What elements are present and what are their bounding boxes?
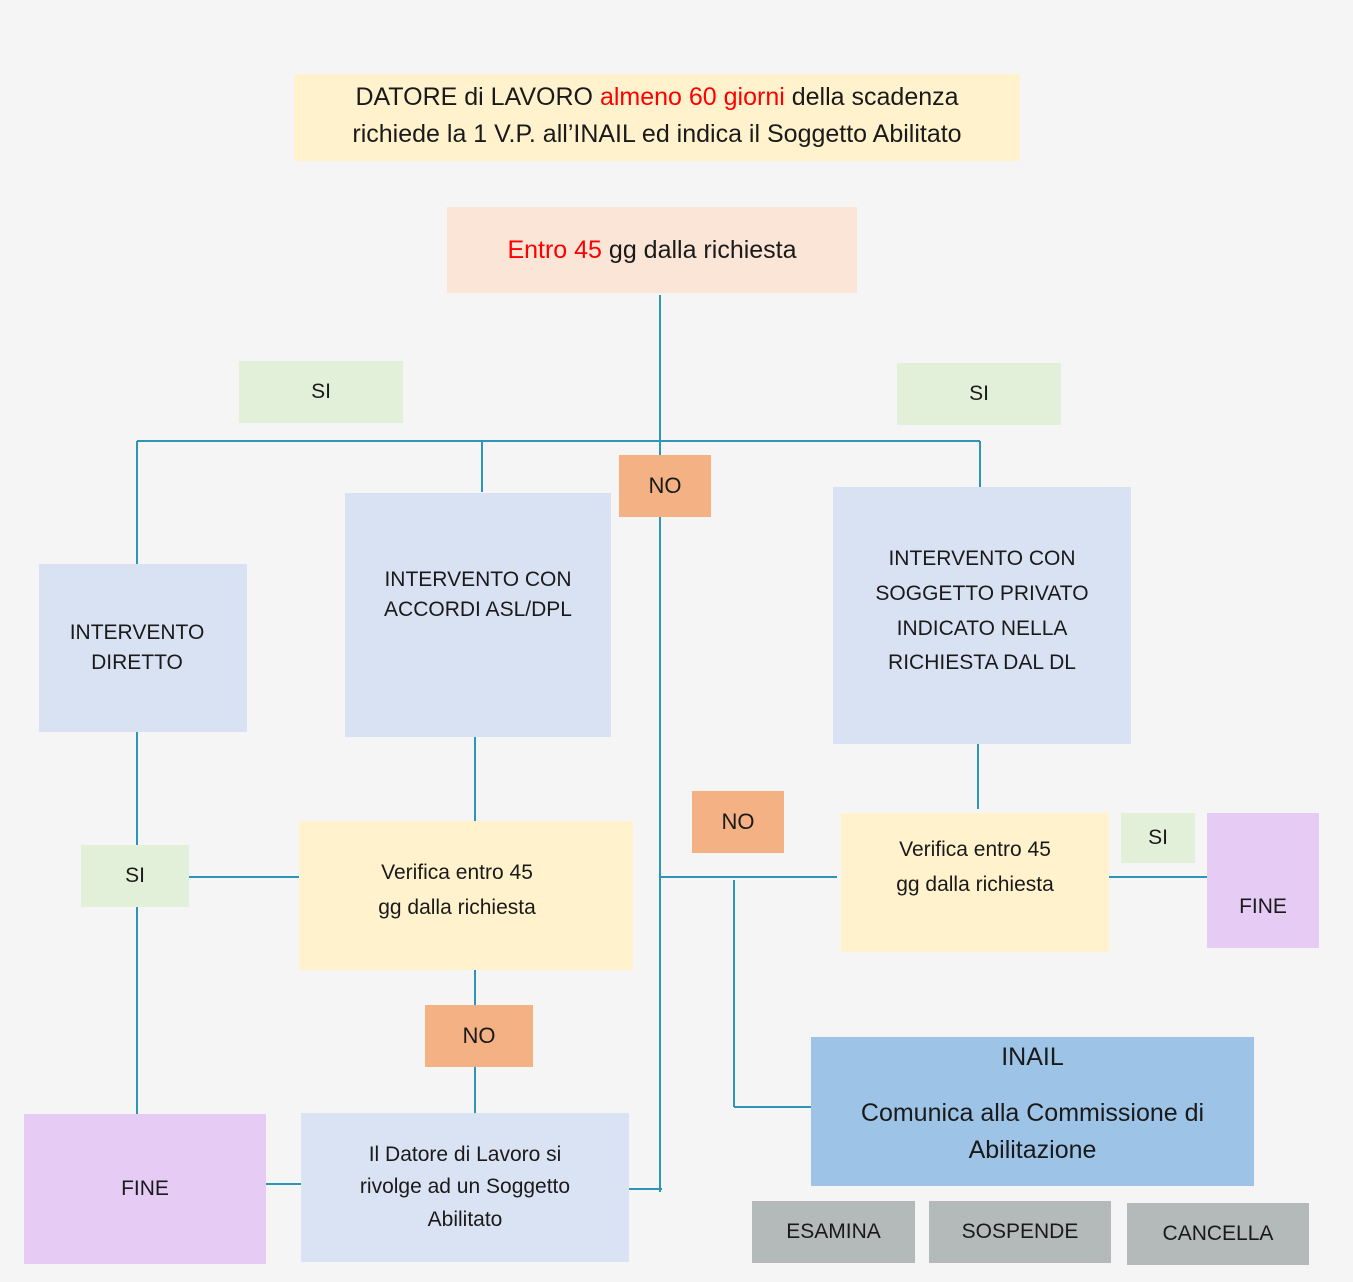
no-label-middle: NO xyxy=(692,791,784,853)
intervention-asl-box: INTERVENTO CON ACCORDI ASL/DPL xyxy=(345,493,611,737)
examine-button[interactable]: ESAMINA xyxy=(752,1201,915,1263)
si-label-right: SI xyxy=(897,363,1061,425)
intervention-private-box: INTERVENTO CON SOGGETTO PRIVATO INDICATO… xyxy=(833,487,1131,744)
intervention-direct-box: INTERVENTO DIRETTO xyxy=(39,564,247,732)
cancel-button[interactable]: CANCELLA xyxy=(1127,1203,1309,1265)
inail-box: INAIL Comunica alla Commissione di Abili… xyxy=(811,1037,1254,1186)
employer-box: Il Datore di Lavoro si rivolge ad un Sog… xyxy=(301,1113,629,1262)
header-line-1: DATORE di LAVORO almeno 60 giorni della … xyxy=(355,83,959,112)
no-label-bottom: NO xyxy=(425,1005,533,1067)
end-box-left: FINE xyxy=(24,1114,266,1264)
deadline-box: Entro 45 gg dalla richiesta xyxy=(447,207,857,293)
si-label-left: SI xyxy=(239,361,403,423)
suspend-button[interactable]: SOSPENDE xyxy=(929,1201,1111,1263)
si-label-middle-left: SI xyxy=(81,845,189,907)
verify-right-box: Verifica entro 45 gg dalla richiesta xyxy=(841,813,1109,952)
end-box-right: FINE xyxy=(1207,813,1319,948)
inail-text-2: Abilitazione xyxy=(968,1135,1097,1164)
header-box: DATORE di LAVORO almeno 60 giorni della … xyxy=(294,74,1020,161)
inail-title: INAIL xyxy=(1001,1043,1064,1071)
no-label-top: NO xyxy=(619,455,711,517)
si-label-right-small: SI xyxy=(1121,813,1195,863)
verify-left-box: Verifica entro 45 gg dalla richiesta xyxy=(299,821,633,970)
inail-text-1: Comunica alla Commissione di xyxy=(860,1099,1205,1128)
header-line-2: richiede la 1 V.P. all’INAIL ed indica i… xyxy=(352,119,962,148)
